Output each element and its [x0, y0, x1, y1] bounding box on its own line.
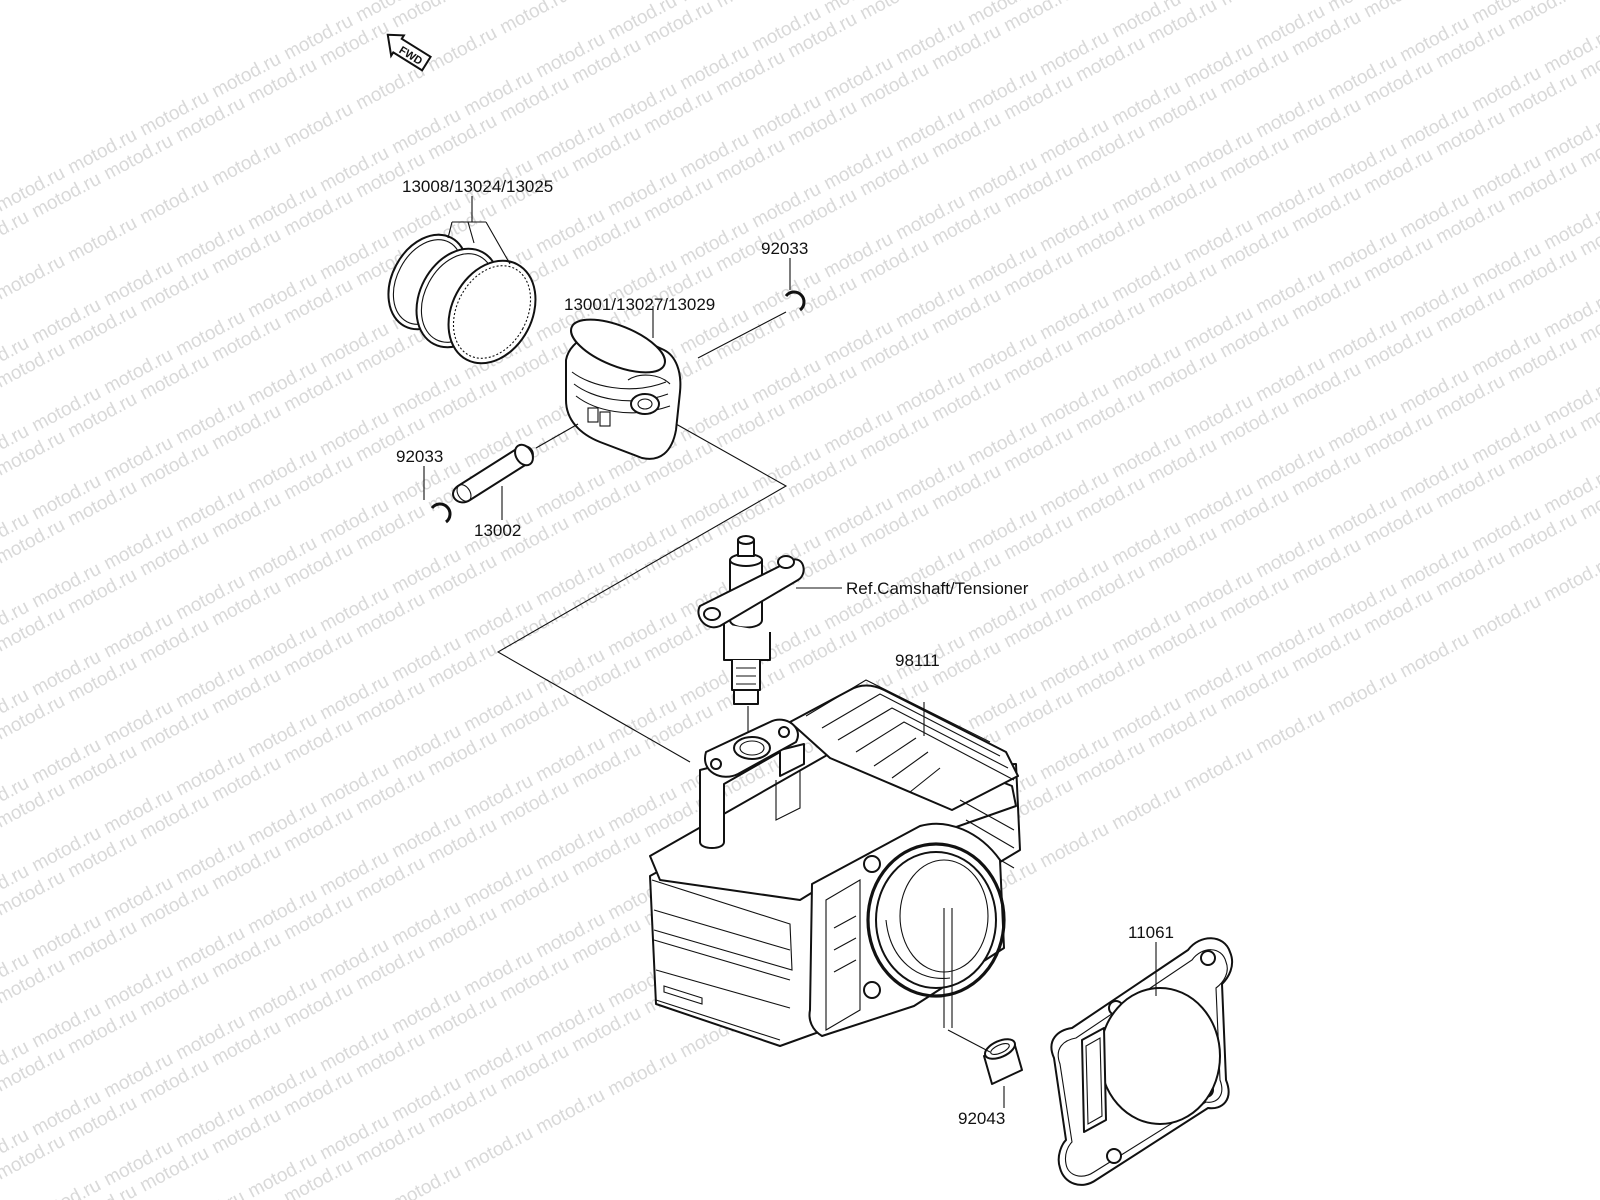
watermark-text: motod.ru: [352, 61, 428, 115]
label-circlip-lower: 92033: [396, 447, 443, 466]
watermark-text: motod.ru: [1216, 0, 1292, 10]
watermark-text: motod.ru: [1108, 781, 1184, 835]
piston-rings: [387, 233, 537, 365]
cam-chain-tensioner: [697, 535, 805, 705]
watermark-text: motod.ru: [496, 0, 572, 38]
watermark-text: motod.ru: [856, 0, 932, 24]
watermark-text: motod.ru: [532, 1085, 608, 1139]
piston-pin: [452, 443, 534, 504]
watermark-text: motod.ru: [136, 175, 212, 229]
watermark-text: motod.ru: [1540, 553, 1600, 607]
watermark-text: motod.ru: [1324, 667, 1400, 721]
watermark-text: motod.ru: [460, 1123, 536, 1177]
label-cylinder: 98111: [895, 651, 940, 670]
watermark-text: motod.ru: [172, 1187, 248, 1200]
watermark-text: motod.ru: [1468, 591, 1544, 645]
circlip-lower: [430, 502, 452, 524]
watermark-text: motod.ru: [1396, 629, 1472, 683]
label-rings: 13008/13024/13025: [402, 177, 553, 196]
watermark-text: motod.ru: [604, 1047, 680, 1101]
label-circlip-upper: 92033: [761, 239, 808, 258]
piston: [565, 318, 682, 460]
label-piston-pin: 13002: [474, 521, 521, 540]
watermark-text: motod.ru: [0, 251, 69, 305]
watermark-text: motod.ru: [28, 1175, 104, 1200]
circlip-upper: [784, 290, 806, 312]
watermark-text: motod.ru: [388, 1161, 464, 1200]
watermark-text: motod.ru: [208, 137, 284, 191]
cylinder-gasket: [1050, 937, 1234, 1186]
watermark-text: motod.ru: [64, 213, 140, 267]
cylinder: [649, 679, 1021, 1047]
watermark-text: motod.ru: [1180, 743, 1256, 797]
watermark-text: motod.ru: [424, 23, 500, 77]
watermark-text: motod.ru: [712, 0, 788, 12]
dowel-pin: [983, 1038, 1023, 1085]
label-piston: 13001/13027/13029: [564, 295, 715, 314]
label-dowel-pin: 92043: [958, 1109, 1005, 1128]
watermark-text: motod.ru: [280, 99, 356, 153]
label-gasket: 11061: [1128, 923, 1174, 942]
label-tensioner-ref: Ref.Camshaft/Tensioner: [846, 579, 1029, 598]
watermark-text: motod.ru: [1036, 819, 1112, 873]
watermark-text: motod.ru: [1360, 0, 1436, 22]
watermark-text: motod.ru: [1252, 705, 1328, 759]
